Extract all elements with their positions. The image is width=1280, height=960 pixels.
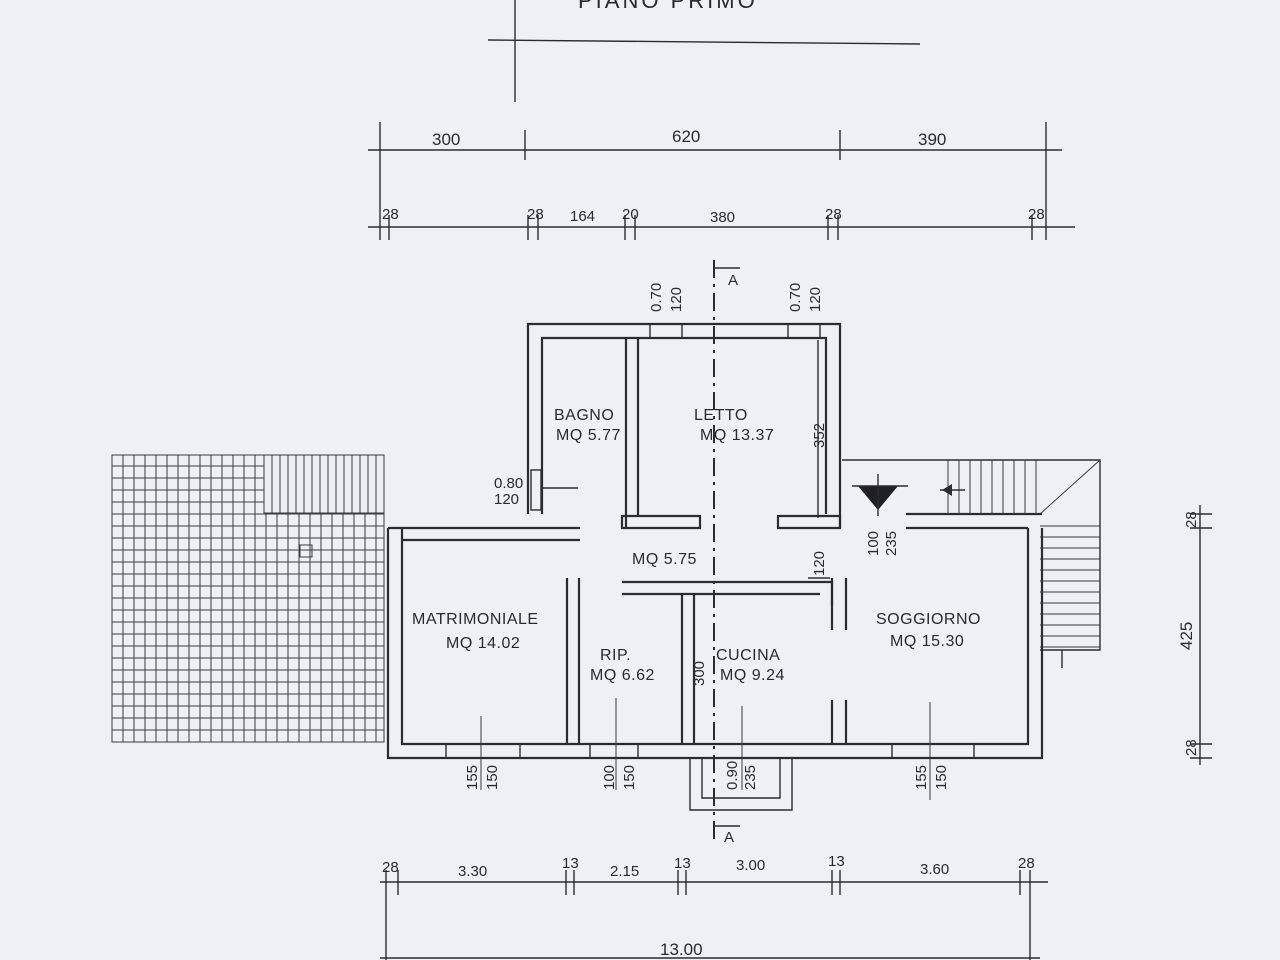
rip-window-width: 100 <box>601 765 618 790</box>
dim-20: 20 <box>622 206 639 223</box>
right-dim-28-top: 28 <box>1183 511 1200 528</box>
bottom-dimension-row: 28 3.30 13 2.15 13 3.00 13 3.60 28 13.00 <box>380 853 1048 960</box>
room-soggiorno-area: MQ 15.30 <box>890 633 964 650</box>
title-block: PIANO PRIMO <box>487 0 921 102</box>
roof-terrace <box>111 454 385 743</box>
dim-28-c: 28 <box>825 206 842 223</box>
bottom-dim-total: 13.00 <box>660 940 703 959</box>
entrance-arrow-icon <box>852 474 908 516</box>
room-cucina-area: MQ 9.24 <box>720 667 785 684</box>
right-dim-425: 425 <box>1177 622 1196 650</box>
top-dimension-row-2: 28 28 164 20 380 28 28 <box>368 206 1075 240</box>
room-rip-name: RIP. <box>600 647 631 664</box>
dim-300: 300 <box>432 130 460 149</box>
section-line-a: A A <box>713 260 740 846</box>
windows <box>445 323 975 811</box>
dim-164: 164 <box>570 208 595 225</box>
bottom-dim-13-a: 13 <box>562 855 579 872</box>
dim-620: 620 <box>672 127 700 146</box>
building-walls <box>386 322 1044 760</box>
bottom-dim-13-b: 13 <box>674 855 691 872</box>
dim-28-a: 28 <box>382 206 399 223</box>
cucina-door-width: 0.90 <box>724 761 741 790</box>
bottom-dim-13-c: 13 <box>828 853 845 870</box>
letto-window-2-height: 120 <box>807 287 824 312</box>
room-cucina-name: CUCINA <box>716 647 780 664</box>
matrimoniale-window-width: 155 <box>464 765 481 790</box>
entrance-height: 235 <box>883 531 900 556</box>
room-matrimoniale-name: MATRIMONIALE <box>412 611 539 628</box>
room-bagno-name: BAGNO <box>554 407 614 424</box>
plan-title: PIANO PRIMO <box>578 0 758 13</box>
letto-window-2-width: 0.70 <box>787 283 804 312</box>
bottom-dim-330: 3.30 <box>458 863 487 880</box>
room-letto-area: MQ 13.37 <box>700 427 774 444</box>
dim-390: 390 <box>918 130 946 149</box>
room-disimpegno-area: MQ 5.75 <box>632 551 697 568</box>
bagno-window-height: 120 <box>494 491 519 508</box>
soggiorno-window-width: 155 <box>913 765 930 790</box>
bottom-dim-360: 3.60 <box>920 861 949 878</box>
opening-annotations: 0.80 120 0.70 120 0.70 120 352 120 100 2… <box>464 283 950 790</box>
entrance-width: 100 <box>865 531 882 556</box>
room-rip-area: MQ 6.62 <box>590 667 655 684</box>
dim-380: 380 <box>710 209 735 226</box>
dim-28-d: 28 <box>1028 206 1045 223</box>
bagno-window-width: 0.80 <box>494 475 523 492</box>
room-soggiorno-name: SOGGIORNO <box>876 611 981 628</box>
staircase <box>842 459 1101 668</box>
section-mark-top: A <box>728 272 738 289</box>
soggiorno-window-height: 150 <box>933 765 950 790</box>
room-bagno-area: MQ 5.77 <box>556 427 621 444</box>
top-dimension-row-1: 300 620 390 <box>368 122 1062 240</box>
bottom-dim-28-a: 28 <box>382 859 399 876</box>
cucina-wall-length: 300 <box>691 661 708 686</box>
cucina-door-height: 235 <box>742 765 759 790</box>
letto-window-1-height: 120 <box>668 287 685 312</box>
letto-depth: 352 <box>811 423 828 448</box>
room-labels: BAGNO MQ 5.77 LETTO MQ 13.37 MQ 5.75 MAT… <box>412 407 981 684</box>
passage-width: 120 <box>811 551 828 576</box>
room-matrimoniale-area: MQ 14.02 <box>446 635 520 652</box>
section-mark-bottom: A <box>724 829 734 846</box>
dim-28-b: 28 <box>527 206 544 223</box>
letto-window-1-width: 0.70 <box>648 283 665 312</box>
rip-window-height: 150 <box>621 765 638 790</box>
right-dimension: 28 425 28 <box>1177 505 1212 765</box>
matrimoniale-window-height: 150 <box>484 765 501 790</box>
room-letto-name: LETTO <box>694 407 748 424</box>
bottom-dim-28-b: 28 <box>1018 855 1035 872</box>
bottom-dim-215: 2.15 <box>610 863 639 880</box>
right-dim-28-bottom: 28 <box>1183 739 1200 756</box>
bottom-dim-300: 3.00 <box>736 857 765 874</box>
